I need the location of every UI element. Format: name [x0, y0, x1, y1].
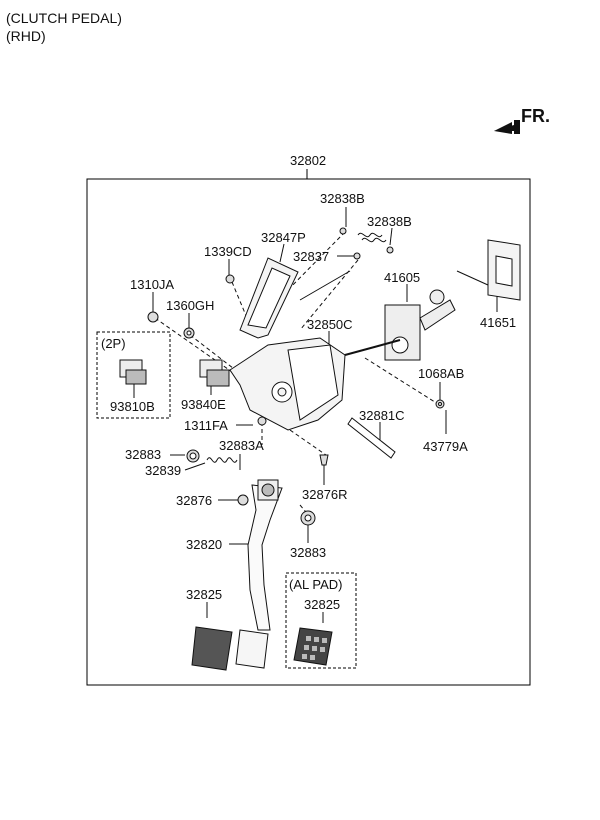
part-1360GH: 1360GH: [166, 298, 215, 313]
part-32883-a: 32883: [125, 447, 162, 462]
springs: [206, 232, 387, 463]
part-32881C: 32881C: [359, 408, 405, 423]
diagram-title: (CLUTCH PEDAL): [6, 10, 122, 26]
inset-alpad-frame: [285, 572, 357, 669]
pedal-bracket-32850C: [229, 337, 346, 431]
part-1310JA: 1310JA: [130, 277, 175, 292]
leader-lines: [133, 207, 500, 623]
part-32839: 32839: [145, 463, 182, 478]
clutch-switch-2p: [119, 359, 147, 385]
clutch-switch: [199, 359, 230, 387]
part-93810B: 93810B: [110, 399, 155, 414]
clutch-pedal-arm: [247, 479, 283, 631]
part-32838B-b: 32838B: [367, 214, 412, 229]
boot-41651: [487, 239, 521, 301]
assembly-frame: [86, 178, 531, 686]
pedal-pad: [191, 626, 269, 671]
inset-alpad-title: (AL PAD): [289, 577, 343, 592]
part-32883-b: 32883: [290, 545, 327, 560]
part-43779A: 43779A: [423, 439, 468, 454]
pedal-bracket-32847P: [239, 257, 299, 339]
diagram-subtitle: (RHD): [6, 28, 46, 44]
al-pedal-pad: [293, 627, 333, 666]
part-32883A: 32883A: [219, 438, 264, 453]
inset-2p-frame: [96, 331, 171, 419]
part-93840E: 93840E: [181, 397, 226, 412]
part-41605: 41605: [384, 270, 421, 285]
part-1068AB: 1068AB: [418, 366, 465, 381]
inset-2p-title: (2P): [101, 336, 126, 351]
part-32847P: 32847P: [261, 230, 306, 245]
part-32825-alpad: 32825: [304, 597, 341, 612]
fasteners: [147, 227, 445, 526]
part-41651: 41651: [480, 315, 517, 330]
part-32837: 32837: [293, 249, 330, 264]
part-1339CD: 1339CD: [204, 244, 252, 259]
part-32876: 32876: [176, 493, 213, 508]
front-direction-label: FR.: [521, 106, 550, 126]
part-1311FA: 1311FA: [184, 418, 228, 433]
clutch-master-cylinder: [384, 289, 456, 361]
assembly-number: 32802: [290, 153, 327, 168]
part-32825: 32825: [186, 587, 223, 602]
part-32838B-a: 32838B: [320, 191, 365, 206]
front-direction-arrow-icon: [494, 120, 520, 134]
part-32850C: 32850C: [307, 317, 353, 332]
pedal-shaft: [347, 417, 396, 459]
part-32876R: 32876R: [302, 487, 348, 502]
part-32820: 32820: [186, 537, 223, 552]
